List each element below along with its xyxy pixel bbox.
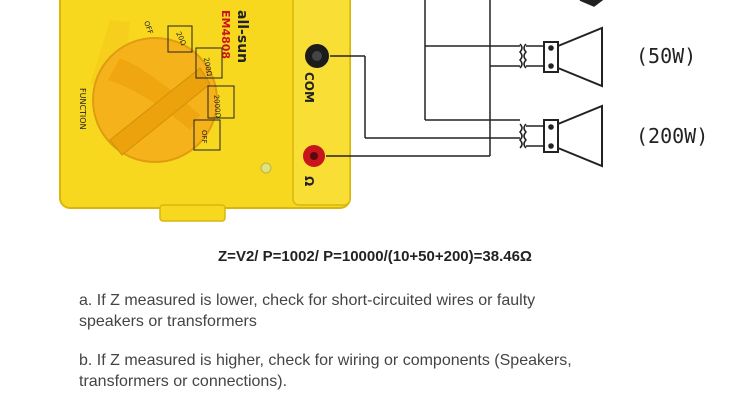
note-b-line1: b. If Z measured is higher, check for wi… [79,352,572,369]
note-a-line1: a. If Z measured is lower, check for sho… [79,292,536,309]
model-label: EM4808 [219,10,232,59]
dial-label-200: 200Ω [202,57,213,77]
illustration: all-sun EM4808 FUNCTION COM Ω OFF 20Ω 20… [59,0,604,222]
brand-label: all-sun [234,10,250,63]
speaker-50w-label: (50W) [636,44,697,68]
wiring [326,0,604,157]
multimeter [59,0,351,222]
dial-label-off-bottom: OFF [200,130,208,144]
dial-label-2000: 2000Ω [212,94,222,118]
speaker-50w-icon [543,26,603,88]
note-a-line2: speakers or transformers [79,313,257,330]
note-a: a. If Z measured is lower, check for sho… [79,290,719,332]
ohm-label: Ω [302,176,316,186]
impedance-formula: Z=V2/ P=1002/ P=10000/(10+50+200)=38.46Ω [218,248,532,265]
speaker-200w-label: (200W) [636,124,709,148]
function-label: FUNCTION [78,88,87,130]
com-label: COM [302,72,316,103]
speaker-200w-icon [543,104,603,168]
note-b: b. If Z measured is higher, check for wi… [79,350,719,392]
note-b-line2: transformers or connections). [79,373,288,390]
